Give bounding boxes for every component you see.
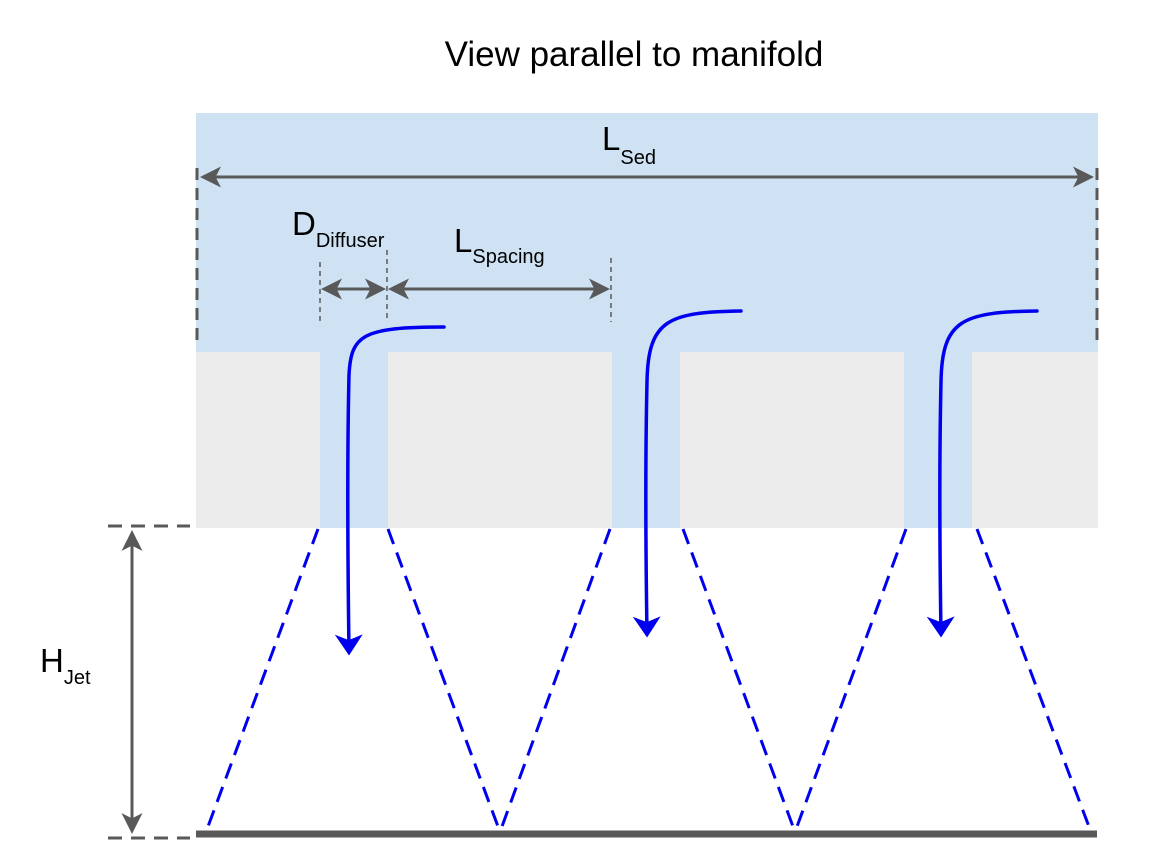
jet-spread-lines (204, 528, 1093, 833)
d-diffuser-main: D (292, 205, 316, 242)
jet-1-left-spread (204, 528, 320, 833)
l-sed-main: L (602, 120, 620, 157)
h-jet-subscript: Jet (64, 667, 91, 689)
h-jet-main: H (40, 642, 64, 679)
l-sed-label: LSed (602, 120, 656, 169)
d-diffuser-subscript: Diffuser (316, 230, 385, 252)
flow-jets (334, 309, 1039, 656)
d-diffuser-label: DDiffuser (292, 205, 385, 252)
l-spacing-label: LSpacing (454, 222, 545, 268)
diagram-title: View parallel to manifold (445, 35, 824, 74)
jet-2-right-spread (681, 528, 797, 833)
jet-2-left-spread (498, 528, 612, 833)
jet-3-left-spread (793, 528, 908, 833)
jet-3-right-spread (975, 528, 1093, 833)
l-sed-subscript: Sed (620, 147, 656, 169)
flow-jet-arrow-3 (926, 309, 1039, 638)
l-spacing-main: L (454, 222, 472, 259)
diffuser-channel-1 (320, 352, 388, 528)
l-spacing-subscript: Spacing (472, 246, 544, 268)
sed-tank-water-region (196, 113, 1098, 353)
diffuser-channel-3 (904, 352, 972, 528)
flow-jet-arrow-1 (334, 325, 446, 656)
flow-jet-arrow-2 (632, 309, 743, 638)
jet-1-right-spread (386, 528, 502, 833)
h-jet-label: HJet (40, 642, 91, 689)
